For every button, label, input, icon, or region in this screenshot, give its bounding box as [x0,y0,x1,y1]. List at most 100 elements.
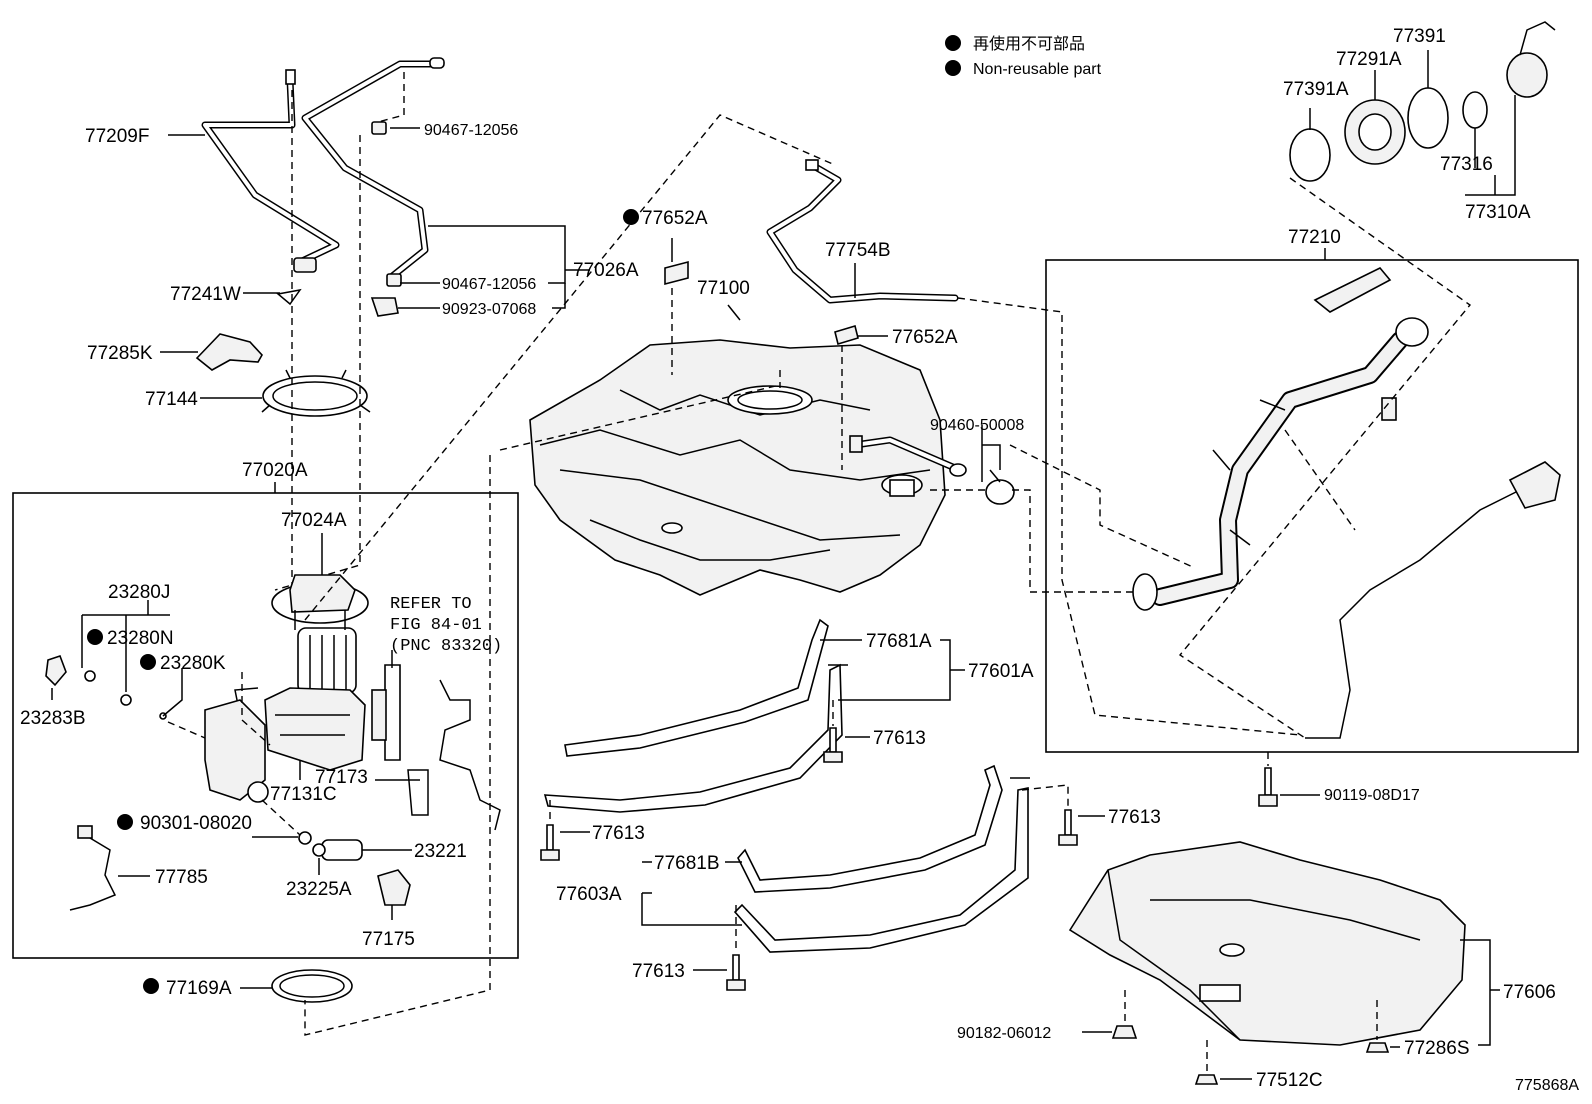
filler-pipe-box [1045,259,1579,753]
regulator-23283B [45,654,67,687]
label-77785: 77785 [155,867,208,888]
pump-body [247,781,269,803]
vent-tube-77754B [766,159,1301,736]
non-reusable-dot-icon [945,35,961,51]
label-77024A: 77024A [281,510,347,531]
fuel-sender-gauge [371,650,429,816]
label-23280K: 23280K [160,653,226,674]
refer-line-2: FIG 84-01 [390,616,482,635]
bolts-77613 [540,727,1078,991]
tank-band-77603A [733,777,1030,953]
clip-90467-lower [386,273,402,287]
label-77652A-upper: 77652A [642,208,708,229]
label-77606: 77606 [1503,982,1556,1003]
label-77131C: 77131C [270,784,337,805]
clip-77241W [276,288,302,306]
label-77681A: 77681A [866,631,932,652]
legend: 再使用不可部品 Non-reusable part [945,35,1102,78]
leaders-under-cover [1082,939,1500,1080]
label-77020A: 77020A [242,460,308,481]
o-ring-90301 [298,831,312,845]
gasket-77169A [271,969,353,1003]
label-77316: 77316 [1440,154,1493,175]
pump-23221 [321,839,363,861]
label-23280N: 23280N [107,628,174,649]
refer-line-3: (PNC 83320) [390,637,502,656]
connector-77785 [77,825,93,839]
fuel-tank-77100 [529,339,967,596]
ring-77316 [1462,91,1488,129]
vent-tube-77209F [201,69,340,273]
label-77144: 77144 [145,389,198,410]
leaders-cap [1309,50,1516,196]
label-77241W: 77241W [170,284,241,305]
fuel-door-cable [1305,461,1561,739]
bracket-77285K [195,333,263,371]
leaders-bands [549,639,1105,971]
label-90301-08020: 90301-08020 [140,813,252,834]
label-77209F: 77209F [85,126,149,147]
vent-tube-77026A [301,57,445,282]
tank-band-77681B [737,764,1003,893]
legend-en: Non-reusable part [973,61,1102,78]
pump-assembly-box [12,492,519,959]
fuel-pump-module-77024A [264,574,369,771]
label-77613-a: 77613 [873,728,926,749]
label-77286S: 77286S [1404,1038,1470,1059]
label-77100: 77100 [697,278,750,299]
retainer-ring-77144 [261,369,371,417]
clip-77175 [377,869,411,906]
label-77603A: 77603A [556,884,622,905]
label-77291A: 77291A [1336,49,1402,70]
label-77310A: 77310A [1465,202,1531,223]
label-90460-50008: 90460-50008 [930,417,1024,434]
fasteners-under-cover [1111,1025,1390,1085]
clamp-90460 [930,425,1140,593]
bolt-90119 [1258,752,1320,807]
non-reusable-dot-icon [140,654,156,670]
oring-23280N [120,694,132,706]
leaders-top-left [160,72,590,610]
refer-line-1: REFER TO [390,595,472,614]
ring-23225A [312,843,326,857]
figure-code: 775868A [1515,1077,1579,1094]
filler-pipe-77210 [1132,267,1429,611]
non-reusable-dot-icon [623,209,639,225]
clip-small [1381,397,1397,421]
under-cover-77606 [1068,841,1466,1046]
label-77391A: 77391A [1283,79,1349,100]
leaders-filler [1009,177,1472,739]
wire-harness-77785 [69,834,117,911]
label-23280J: 23280J [108,582,170,603]
label-77210: 77210 [1288,227,1341,248]
label-23221: 23221 [414,841,467,862]
non-reusable-dot-icon [117,814,133,830]
label-77754B: 77754B [825,240,891,261]
pads-77652A [664,260,859,346]
non-reusable-dot-icon [143,978,159,994]
label-77681B: 77681B [654,853,720,874]
label-23283B: 23283B [20,708,86,729]
label-77652A-lower: 77652A [892,327,958,348]
clip-90923 [370,297,399,317]
label-77613-b: 77613 [592,823,645,844]
gasket-77391A [1289,128,1331,182]
part-labels: 77209F 77241W 77285K 77144 77020A 77024A… [20,26,1556,1091]
tank-band-77681A [564,618,829,757]
legend-jp: 再使用不可部品 [973,35,1085,53]
label-77601A: 77601A [968,661,1034,682]
ring-77391 [1407,87,1449,149]
non-reusable-markers [87,209,639,994]
label-23225A: 23225A [286,879,352,900]
label-90923-07068: 90923-07068 [442,301,536,318]
label-77391: 77391 [1393,26,1446,47]
label-77285K: 77285K [87,343,153,364]
cap-77310A [1506,52,1548,98]
label-77613-c: 77613 [1108,807,1161,828]
leaders-pump-box [51,114,836,1036]
clip-90467-upper [371,121,387,135]
leaders-tank [499,238,888,470]
label-77026A: 77026A [573,260,639,281]
tank-band-77601A [543,663,848,813]
